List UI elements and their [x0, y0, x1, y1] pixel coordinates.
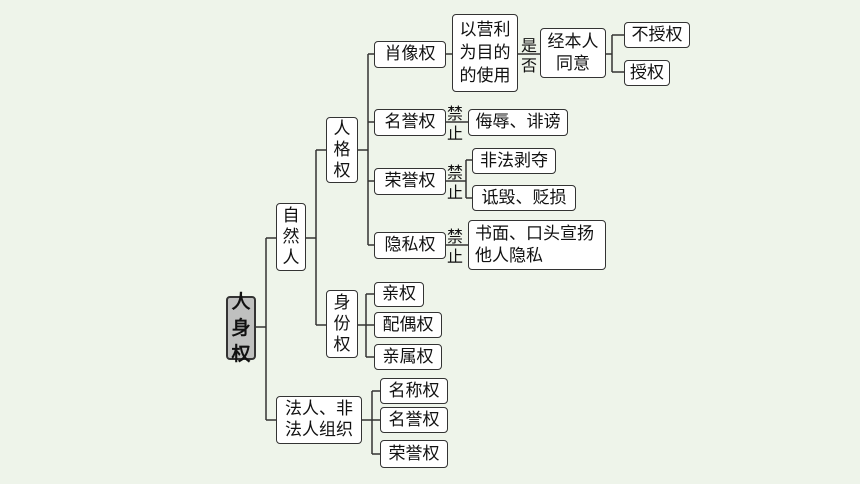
- label-prohibit-1a: 禁: [446, 104, 463, 123]
- node-name-right: 名称权: [380, 378, 448, 404]
- node-personality-rights: 人 格 权: [326, 117, 358, 183]
- node-legal-person: 法人、非 法人组织: [276, 396, 362, 444]
- node-with-consent: 经本人 同意: [540, 28, 606, 78]
- node-publicize-privacy: 书面、口头宣扬 他人隐私: [468, 220, 606, 270]
- node-parental-right: 亲权: [374, 282, 424, 307]
- label-prohibit-3a: 禁: [446, 227, 463, 246]
- node-honor-right-org: 荣誉权: [380, 440, 448, 468]
- label-yes: 是: [520, 36, 537, 55]
- node-insult-defamation: 侮辱、诽谤: [468, 109, 568, 136]
- node-slander-disparage: 诋毁、贬损: [472, 185, 576, 211]
- node-identity-rights: 身 份 权: [326, 290, 358, 358]
- node-illegal-deprivation: 非法剥夺: [472, 148, 556, 174]
- label-prohibit-3b: 止: [446, 247, 463, 266]
- node-not-authorized: 不授权: [624, 22, 690, 48]
- label-prohibit-2b: 止: [446, 183, 463, 202]
- node-authorized: 授权: [624, 60, 670, 86]
- node-reputation-right-org: 名誉权: [380, 407, 448, 433]
- label-prohibit-2a: 禁: [446, 163, 463, 182]
- node-for-profit-use: 以营利 为目的 的使用: [452, 14, 518, 92]
- label-no: 否: [520, 56, 537, 75]
- node-portrait-right: 肖像权: [374, 41, 446, 68]
- node-privacy-right: 隐私权: [374, 232, 446, 259]
- node-kinship-right: 亲属权: [374, 344, 442, 370]
- node-spouse-right: 配偶权: [374, 312, 442, 338]
- node-honor-right: 荣誉权: [374, 168, 446, 195]
- node-reputation-right: 名誉权: [374, 109, 446, 136]
- node-natural-person: 自 然 人: [276, 203, 306, 271]
- label-prohibit-1b: 止: [446, 124, 463, 143]
- root-node-personal-rights: 人 身 权: [226, 291, 256, 365]
